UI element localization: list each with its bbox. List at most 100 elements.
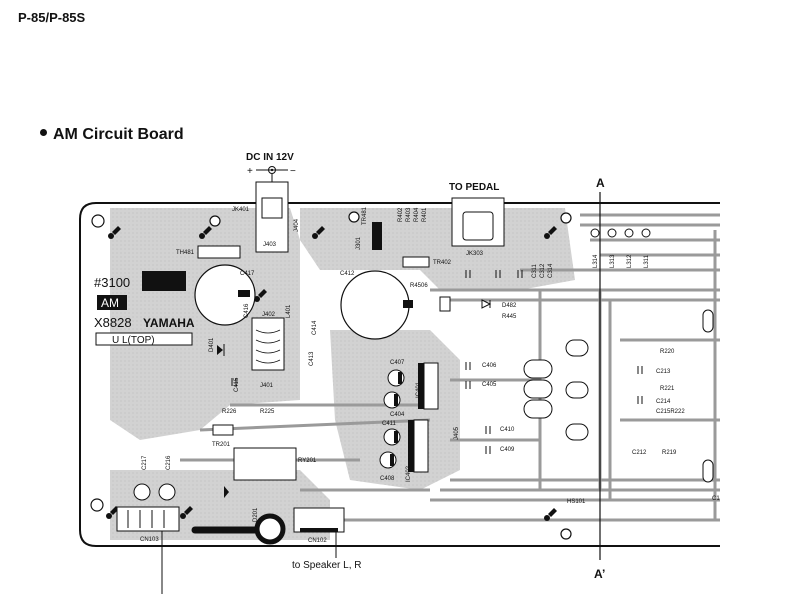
dc-in-label: DC IN 12V [246,152,294,163]
board-code-box [97,295,127,310]
dc-plus: + [247,166,253,177]
svg-text:TR481: TR481 [362,206,368,225]
svg-text:C413: C413 [309,351,315,366]
svg-text:C412: C412 [340,271,355,277]
svg-text:R403: R403 [406,207,412,222]
svg-text:L311: L311 [644,254,650,268]
ground-plane-top [300,208,575,290]
svg-text:C404: C404 [390,412,405,418]
svg-text:C314: C314 [548,263,554,278]
ground-screw-icons [106,226,557,521]
heat-sink-pads [523,339,589,441]
ic402 [413,419,429,473]
section-title: AM Circuit Board [40,126,184,144]
svg-text:C406: C406 [482,363,497,369]
svg-text:C409: C409 [500,447,515,453]
svg-text:C411: C411 [382,421,397,427]
board-part-no: #3100 [94,275,130,290]
svg-text:D401: D401 [209,337,215,352]
svg-text:R226: R226 [222,409,237,415]
svg-text:J401: J401 [260,383,274,389]
inductors-right [590,228,651,238]
svg-text:IC401: IC401 [416,381,422,398]
board-outline [79,202,720,547]
svg-text:R219: R219 [662,450,677,456]
svg-text:R221: R221 [660,386,675,392]
svg-text:C215R222: C215R222 [656,409,685,415]
svg-text:C415: C415 [234,377,240,392]
board-side: U L(TOP) [112,335,155,346]
svg-text:JK401: JK401 [232,207,250,213]
section-label-a-prime: A’ [594,567,605,581]
svg-text:L401: L401 [286,304,292,318]
mounting-holes [90,211,572,540]
svg-text:C312: C312 [540,263,546,278]
svg-text:J403: J403 [263,242,277,248]
svg-text:JK303: JK303 [466,251,484,257]
svg-text:C405: C405 [482,382,497,388]
board-serial: X8828 [94,315,132,330]
svg-text:TH481: TH481 [176,250,195,256]
svg-text:L313: L313 [610,254,616,268]
board-side-box [95,332,193,346]
svg-text:C212: C212 [632,450,647,456]
part-no-block [142,271,186,291]
board-brand: YAMAHA [143,316,195,330]
svg-text:RY201: RY201 [298,458,317,464]
svg-text:J402: J402 [262,312,276,318]
ground-plane-mid [330,330,460,490]
svg-text:C414: C414 [312,320,318,335]
capacitor-main [340,270,410,340]
pedal-jack-footprint [451,197,505,247]
svg-text:J405: J405 [454,426,460,440]
section-title-text: AM Circuit Board [53,126,184,143]
svg-text:D201: D201 [253,507,259,522]
svg-text:HS101: HS101 [567,499,586,505]
svg-text:C216: C216 [166,455,172,470]
svg-text:C416: C416 [244,303,250,318]
model-header: P-85/P-85S [18,10,86,25]
svg-text:C417: C417 [240,271,255,277]
svg-text:C410: C410 [500,427,515,433]
svg-text:D482: D482 [502,303,517,309]
small-caps [231,270,643,454]
svg-text:R402: R402 [398,207,404,222]
svg-text:J301: J301 [356,236,362,250]
ic401 [423,362,439,410]
ground-plane-left [110,208,300,440]
section-label-a: A [596,176,605,190]
svg-text:R401: R401 [422,207,428,222]
dc-jack-footprint [255,181,289,253]
svg-text:C408: C408 [380,476,395,482]
svg-text:C407: C407 [390,360,405,366]
svg-text:C1: C1 [712,496,720,502]
svg-text:TR402: TR402 [433,260,452,266]
svg-text:R445: R445 [502,314,517,320]
svg-text:IC402: IC402 [406,465,412,482]
svg-text:CN103: CN103 [140,537,159,543]
svg-text:TR201: TR201 [212,442,231,448]
transistor-tr481 [372,222,382,250]
svg-text:R4506: R4506 [410,283,428,289]
capacitor-c417 [194,264,256,326]
to-pedal-label: TO PEDAL [449,182,499,193]
svg-text:R404: R404 [414,207,420,222]
svg-text:L314: L314 [593,254,599,268]
svg-text:CN102: CN102 [308,538,327,544]
svg-text:J404: J404 [294,218,300,232]
svg-text:R220: R220 [660,349,675,355]
board-code: AM [101,296,119,310]
inductor-j402 [251,317,285,371]
bullet-icon [40,129,47,137]
connector-cn103 [116,506,180,532]
dc-minus: − [290,166,296,177]
trace-bus [180,213,720,522]
relay-ry201 [233,447,297,481]
svg-text:C213: C213 [656,369,671,375]
svg-text:C311: C311 [532,263,538,278]
speaker-label: to Speaker L, R [292,560,361,571]
svg-text:C217: C217 [142,455,148,470]
svg-text:C214: C214 [656,399,671,405]
dc-jack-symbol-icon [268,166,276,174]
